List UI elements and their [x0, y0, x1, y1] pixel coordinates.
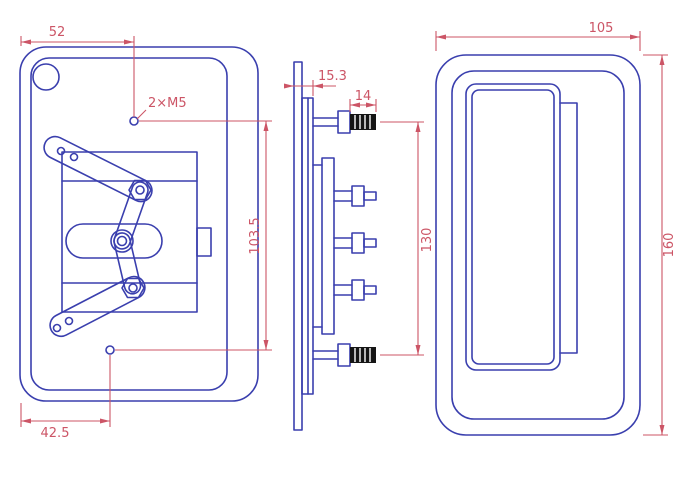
bolt-nut — [351, 279, 365, 301]
stud-nut-bottom — [337, 343, 351, 367]
m5-hole-top — [129, 116, 139, 126]
rear-outer-panel — [435, 54, 641, 436]
arrowhead — [415, 345, 421, 355]
panel-depth-label: 15.3 — [318, 69, 347, 84]
dim-rear-width: 105 — [435, 21, 641, 51]
bolt-tip — [363, 191, 377, 201]
arrowhead — [263, 121, 269, 131]
lower-lever — [49, 275, 146, 338]
arrowhead — [630, 34, 640, 40]
front-inner-panel — [30, 57, 228, 391]
rear-width-label: 105 — [589, 21, 614, 36]
arrowhead — [659, 55, 665, 65]
stud-nut-top — [337, 110, 351, 134]
rear-height-label: 160 — [662, 233, 677, 258]
latch-bolt — [196, 227, 212, 257]
front-width-label: 52 — [49, 25, 66, 40]
upper-lever — [43, 135, 153, 203]
arrowhead — [21, 39, 31, 45]
arrowhead — [124, 39, 134, 45]
lever-hole — [64, 316, 74, 326]
dim-front-width: 52 — [20, 25, 135, 117]
m5-hole-bottom — [105, 345, 115, 355]
upper-link — [113, 181, 149, 250]
handle-plate — [465, 83, 561, 371]
lower-link — [113, 232, 142, 295]
dim-bottom-offset: 42.5 — [20, 355, 111, 441]
arrowhead — [436, 34, 446, 40]
arrowhead — [415, 122, 421, 132]
dim-hole-spacing: 103.5 — [115, 120, 272, 351]
grip-recess — [559, 102, 578, 354]
pivot — [110, 229, 134, 253]
arrowhead — [313, 83, 323, 89]
mechanism-bracket — [321, 157, 335, 335]
front-view — [19, 46, 259, 402]
dim-rear-height: 160 — [643, 54, 677, 436]
bolt-tip — [363, 238, 377, 248]
bolt-nut — [351, 185, 365, 207]
arrowhead — [263, 340, 269, 350]
arrowhead — [284, 83, 294, 89]
lever-hole — [52, 323, 62, 333]
corner-hole — [32, 63, 60, 91]
dim-stud-length: 14 — [349, 89, 377, 112]
latch-slot — [65, 223, 163, 259]
threaded-stud-top — [350, 114, 376, 130]
arrowhead — [366, 102, 376, 108]
hole-callout-label: 2×M5 — [148, 96, 187, 111]
dim-hole-callout: 2×M5 — [136, 96, 187, 120]
arrowhead — [350, 102, 360, 108]
hole-spacing-label: 103.5 — [248, 217, 263, 254]
stud-spacing-label: 130 — [420, 228, 435, 253]
arrowhead — [100, 418, 110, 424]
dim-stud-spacing: 130 — [380, 121, 435, 356]
lower-hex-nut — [121, 277, 145, 299]
bolt-nut — [351, 232, 365, 254]
upper-hex-nut — [128, 179, 152, 201]
rear-inner-panel — [451, 70, 625, 420]
arrowhead — [21, 418, 31, 424]
front-outer-panel — [19, 46, 259, 402]
flange-plate — [293, 61, 303, 431]
threaded-stud-bottom — [350, 347, 376, 363]
side-view — [293, 61, 377, 431]
leader-line — [136, 109, 147, 120]
bottom-offset-label: 42.5 — [41, 426, 70, 441]
stud-length-label: 14 — [355, 89, 372, 104]
rear-view — [435, 54, 641, 436]
arrowhead — [659, 425, 665, 435]
bolt-tip — [363, 285, 377, 295]
dim-panel-depth: 15.3 — [284, 69, 347, 96]
handle-plate-inner — [471, 89, 555, 365]
lever-hole — [56, 146, 66, 156]
lever-hole — [69, 152, 79, 162]
